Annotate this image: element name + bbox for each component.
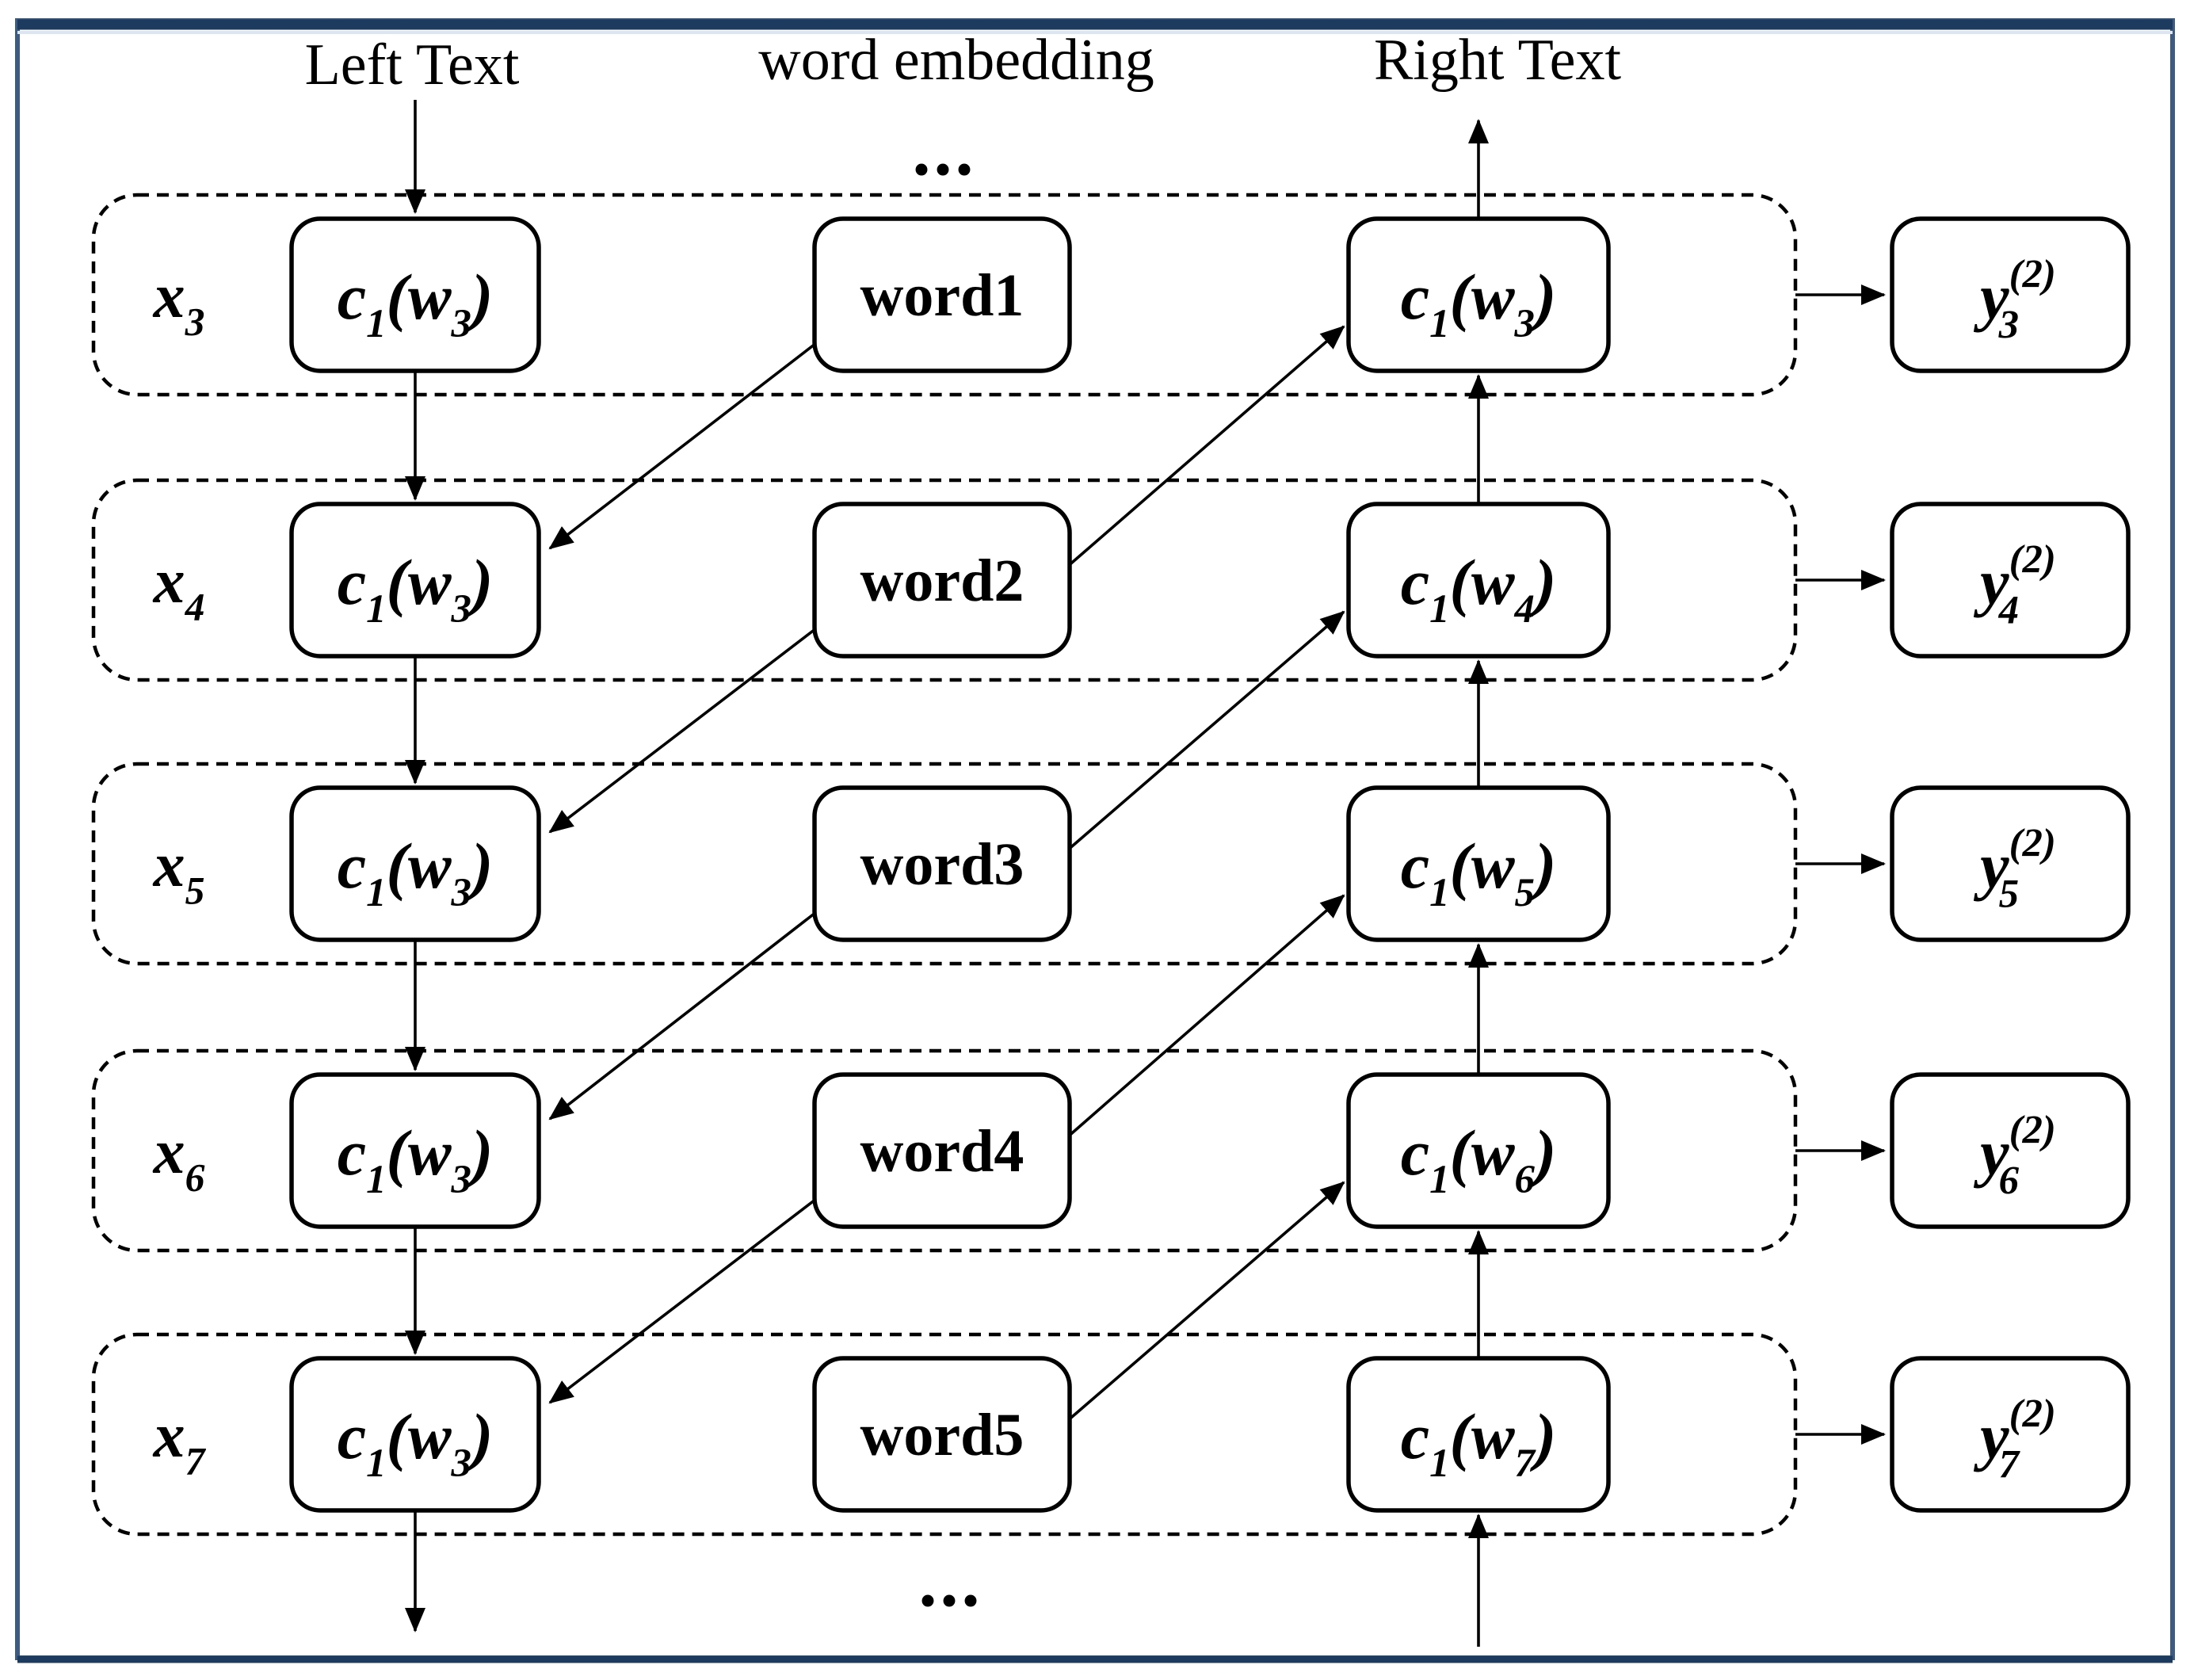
output-box-5	[1890, 785, 2131, 942]
word-label-3: word1	[860, 262, 1024, 329]
word-label-7: word5	[860, 1402, 1024, 1468]
arrow-word-to-rightctx-2	[1065, 610, 1345, 853]
row-label-x3: x3	[153, 262, 205, 343]
output-box-6	[1890, 1072, 2131, 1229]
arrow-word-to-leftctx-2	[548, 908, 821, 1121]
arrow-word-to-rightctx-4	[1065, 1181, 1345, 1423]
word-embedding-box-4	[812, 502, 1072, 659]
right-context-box-5	[1346, 785, 1611, 942]
left-context-box-5	[289, 785, 541, 942]
word-label-5: word3	[860, 831, 1024, 898]
right-context-label-6: c1(w6)	[1401, 1117, 1557, 1201]
bottom-ellipsis: ...	[919, 1541, 983, 1621]
left-context-box-3	[289, 216, 541, 373]
left-context-label-3: c1(w3)	[338, 261, 494, 346]
top-ellipsis: ...	[913, 109, 977, 190]
row-label-x5: x5	[153, 830, 205, 912]
word-embedding-box-6	[812, 1072, 1072, 1229]
right-context-box-6	[1346, 1072, 1611, 1229]
header-left-text: Left Text	[305, 32, 520, 97]
word-embedding-box-5	[812, 785, 1072, 942]
word-label-6: word4	[860, 1118, 1024, 1185]
arrow-word-to-leftctx-0	[548, 339, 821, 550]
arrow-word-to-leftctx-3	[548, 1195, 821, 1404]
left-context-label-7: c1(w3)	[338, 1400, 494, 1485]
row-label-x6: x6	[153, 1117, 205, 1199]
row-label-x4: x4	[153, 547, 205, 628]
word-embedding-box-3	[812, 216, 1072, 373]
arrow-word-to-rightctx-3	[1065, 894, 1345, 1140]
right-context-box-4	[1346, 502, 1611, 659]
header-right-text: Right Text	[1374, 28, 1622, 93]
right-context-label-4: c1(w4)	[1401, 546, 1557, 631]
left-context-box-6	[289, 1072, 541, 1229]
output-box-4	[1890, 502, 2131, 659]
output-box-3	[1890, 216, 2131, 373]
arrow-word-to-leftctx-1	[548, 624, 821, 834]
header-word-embedding: word embedding	[758, 28, 1154, 93]
right-context-box-3	[1346, 216, 1611, 373]
arrow-word-to-rightctx-1	[1065, 325, 1345, 569]
row-label-x7: x7	[153, 1401, 207, 1483]
word-label-4: word2	[860, 548, 1024, 614]
left-context-box-7	[289, 1356, 541, 1513]
output-box-7	[1890, 1356, 2131, 1513]
left-context-label-5: c1(w3)	[338, 830, 494, 914]
right-context-label-5: c1(w5)	[1401, 830, 1557, 914]
right-context-box-7	[1346, 1356, 1611, 1513]
right-context-label-3: c1(w3)	[1401, 261, 1557, 346]
left-context-label-6: c1(w3)	[338, 1117, 494, 1201]
left-context-box-4	[289, 502, 541, 659]
word-embedding-box-7	[812, 1356, 1072, 1513]
